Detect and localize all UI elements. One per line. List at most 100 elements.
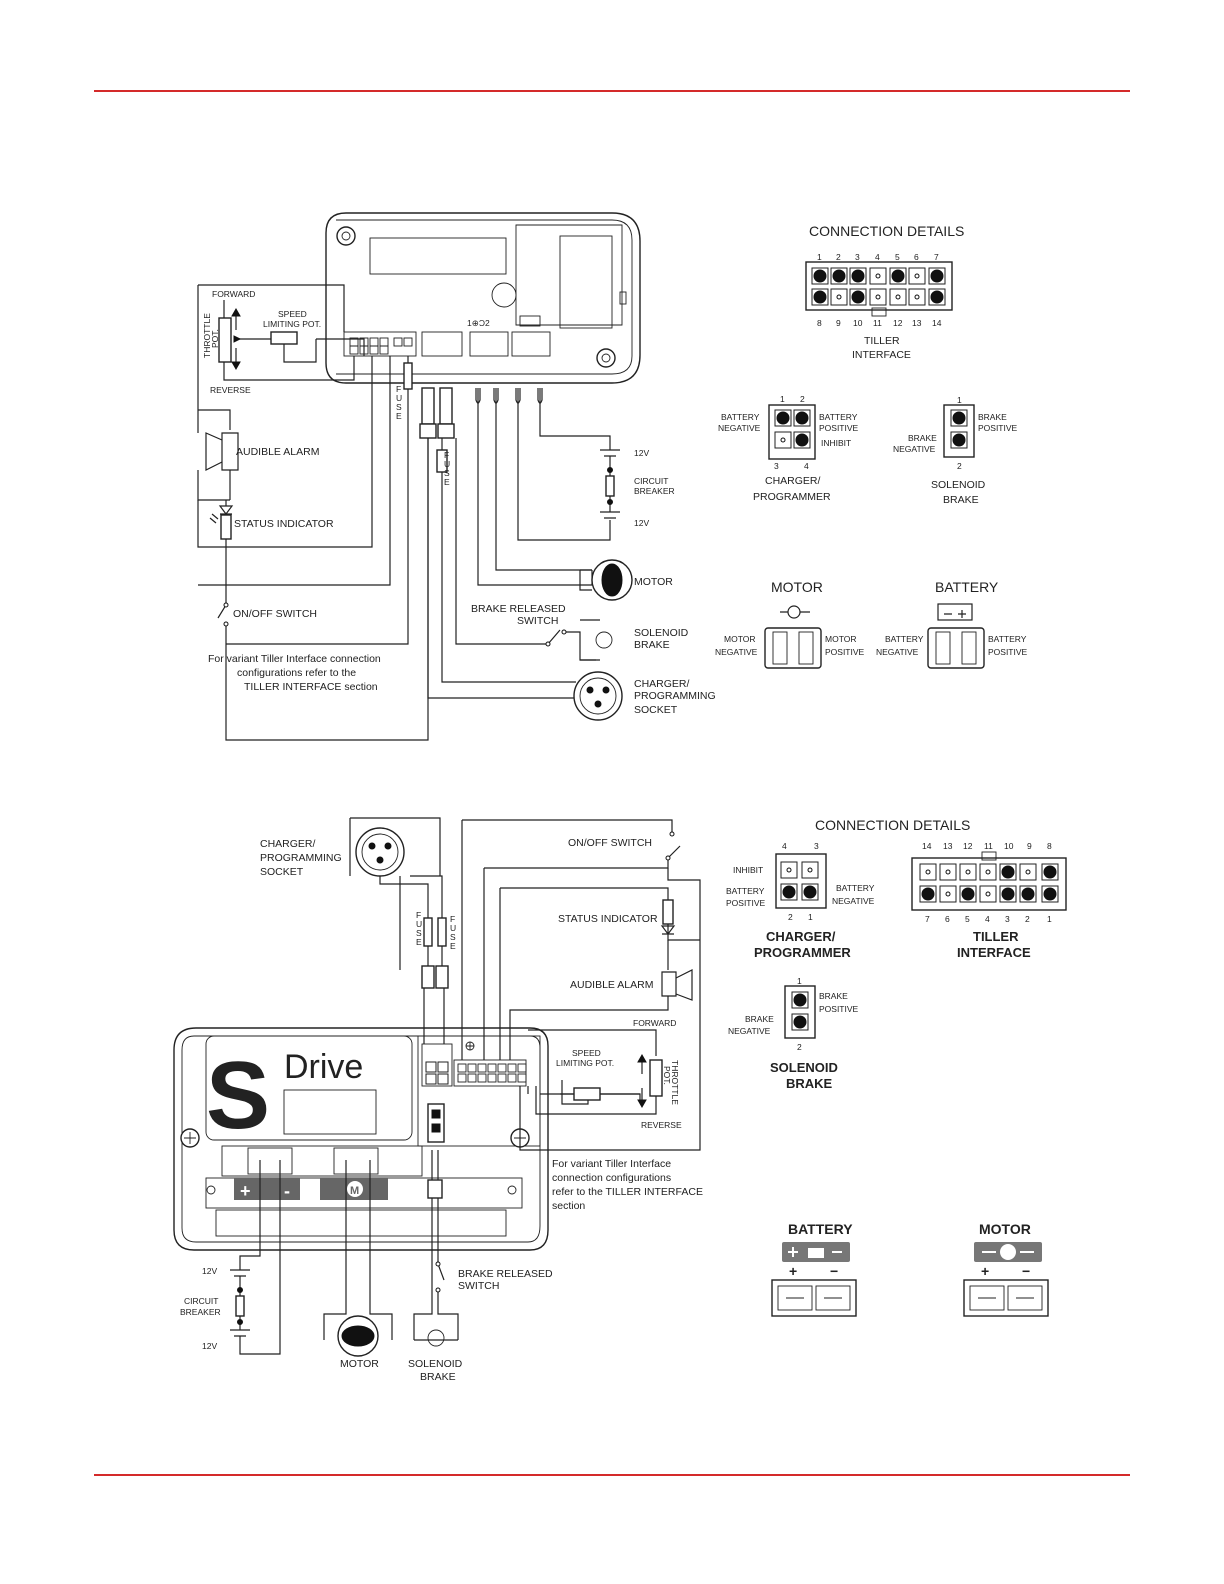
solenoid-label-2: BRAKE bbox=[634, 639, 670, 651]
battery-negative-label-2: NEGATIVE bbox=[718, 423, 761, 433]
tiller-header bbox=[453, 1059, 527, 1087]
speed-label-2: LIMITING POT. bbox=[556, 1058, 614, 1068]
pin-number: 2 bbox=[788, 912, 793, 922]
status-indicator-label: STATUS INDICATOR bbox=[234, 518, 334, 530]
pin-number: 2 bbox=[957, 461, 962, 471]
motor-port-bottom bbox=[963, 1279, 1049, 1317]
svg-text:2: 2 bbox=[1025, 914, 1030, 924]
audible-alarm-icon bbox=[205, 432, 223, 471]
motor-symbol-icon bbox=[780, 605, 810, 619]
fuse-icon bbox=[437, 917, 447, 947]
brake-released-label: BRAKE RELEASED bbox=[458, 1268, 553, 1280]
brake-connector-top bbox=[943, 404, 975, 458]
pin-number: 1 bbox=[808, 912, 813, 922]
charger-programmer-label: CHARGER/ bbox=[765, 475, 821, 487]
svg-text:11: 11 bbox=[984, 841, 993, 851]
brake-released-label: BRAKE RELEASED bbox=[471, 603, 566, 615]
tiller-header bbox=[343, 331, 417, 357]
solenoid-brake-label-2: BRAKE bbox=[786, 1076, 833, 1091]
tiller-interface-label-2: INTERFACE bbox=[852, 349, 911, 361]
svg-text:9: 9 bbox=[836, 318, 841, 328]
svg-text:12: 12 bbox=[963, 841, 973, 851]
brake-released-label-2: SWITCH bbox=[517, 615, 558, 627]
brake-negative-label-2: NEGATIVE bbox=[728, 1026, 771, 1036]
socket-label-3: SOCKET bbox=[634, 704, 678, 716]
status-led bbox=[220, 514, 232, 540]
fuse-letter: E bbox=[396, 411, 402, 421]
battery-port-top bbox=[927, 627, 985, 669]
svg-text:14: 14 bbox=[922, 841, 932, 851]
bottom-top-wiring bbox=[349, 817, 701, 1151]
circuit-breaker-icon bbox=[605, 475, 615, 497]
svg-text:6: 6 bbox=[945, 914, 950, 924]
svg-text:6: 6 bbox=[914, 252, 919, 262]
tiller-note-line: For variant Tiller Interface bbox=[552, 1158, 671, 1170]
circuit-breaker-icon bbox=[235, 1295, 245, 1317]
pin-number: 1 bbox=[957, 395, 962, 405]
battery-negative-label: BATTERY bbox=[721, 412, 760, 422]
motor-negative-label: MOTOR bbox=[724, 634, 755, 644]
socket-label-3: SOCKET bbox=[260, 866, 304, 878]
top-left-wiring bbox=[197, 284, 429, 741]
svg-text:4: 4 bbox=[875, 252, 880, 262]
throttle-pot bbox=[218, 317, 232, 363]
motor-port-top bbox=[764, 627, 822, 669]
motor-label: MOTOR bbox=[634, 576, 673, 588]
sdrive-controller: S Drive + - M bbox=[173, 1027, 549, 1251]
fuse-letter: E bbox=[416, 937, 422, 947]
fuse-letter: F bbox=[416, 910, 421, 920]
fuse-letter: S bbox=[444, 468, 450, 478]
status-indicator-icon bbox=[218, 505, 234, 515]
status-led bbox=[662, 899, 674, 925]
bottom-rule bbox=[94, 1474, 1130, 1476]
fuse-letter: U bbox=[416, 919, 422, 929]
bottom-diagram: S Drive + - M bbox=[173, 817, 1067, 1383]
svg-text:4: 4 bbox=[985, 914, 990, 924]
brake-positive-label-2: POSITIVE bbox=[978, 423, 1018, 433]
pin-number: 4 bbox=[782, 841, 787, 851]
svg-text:7: 7 bbox=[925, 914, 930, 924]
pin-number: 1 bbox=[780, 394, 785, 404]
brand-s-logo: S bbox=[206, 1042, 270, 1149]
throttle-label: THROTTLE bbox=[202, 313, 212, 358]
solenoid-brake-icon bbox=[595, 631, 613, 649]
fuse-letter: F bbox=[444, 450, 449, 460]
voltage-label: 12V bbox=[202, 1266, 217, 1276]
minus-sign: − bbox=[830, 1263, 838, 1279]
tiller-interface-label: TILLER bbox=[973, 929, 1019, 944]
tiller-note-line: connection configurations bbox=[552, 1172, 671, 1184]
tiller-pin-numbers-top: 1 2 3 4 5 6 7 8 9 10 11 12 13 14 bbox=[817, 252, 942, 328]
solenoid-brake-icon bbox=[427, 1329, 445, 1347]
fuse-letter: U bbox=[444, 459, 450, 469]
bottom-power-wiring bbox=[230, 1150, 459, 1357]
motor-port-title: MOTOR bbox=[771, 579, 823, 595]
brake-released-label-2: SWITCH bbox=[458, 1280, 499, 1292]
battery-panel-label bbox=[234, 1178, 300, 1200]
inhibit-label: INHIBIT bbox=[733, 865, 763, 875]
pin-number: 2 bbox=[800, 394, 805, 404]
battery-positive-port-label-2: POSITIVE bbox=[988, 647, 1028, 657]
brake-negative-label-2: NEGATIVE bbox=[893, 444, 936, 454]
panel-m: M bbox=[350, 1185, 359, 1197]
inhibit-label: INHIBIT bbox=[821, 438, 851, 448]
tiller-note-line: TILLER INTERFACE section bbox=[244, 681, 378, 693]
tiller-note-line: refer to the TILLER INTERFACE bbox=[552, 1186, 703, 1198]
speed-label: SPEED bbox=[572, 1048, 601, 1058]
tiller-note-line: section bbox=[552, 1200, 585, 1212]
brake-negative-label: BRAKE bbox=[908, 433, 937, 443]
pin-number: 2 bbox=[797, 1042, 802, 1052]
status-indicator-label: STATUS INDICATOR bbox=[558, 913, 658, 925]
battery-port-bottom bbox=[771, 1279, 857, 1317]
pin-number: 4 bbox=[804, 461, 809, 471]
throttle-label-2: POT. bbox=[662, 1066, 672, 1085]
solenoid-label: SOLENOID bbox=[408, 1358, 463, 1370]
speed-limiting-pot bbox=[573, 1087, 601, 1101]
battery-positive-port-label: BATTERY bbox=[988, 634, 1027, 644]
brake-positive-label: BRAKE bbox=[978, 412, 1007, 422]
battery-positive-label: BATTERY bbox=[726, 886, 765, 896]
svg-text:7: 7 bbox=[934, 252, 939, 262]
throttle-label: THROTTLE bbox=[670, 1060, 680, 1105]
fuse-letter: F bbox=[396, 384, 401, 394]
fuse-letter: S bbox=[450, 932, 456, 942]
